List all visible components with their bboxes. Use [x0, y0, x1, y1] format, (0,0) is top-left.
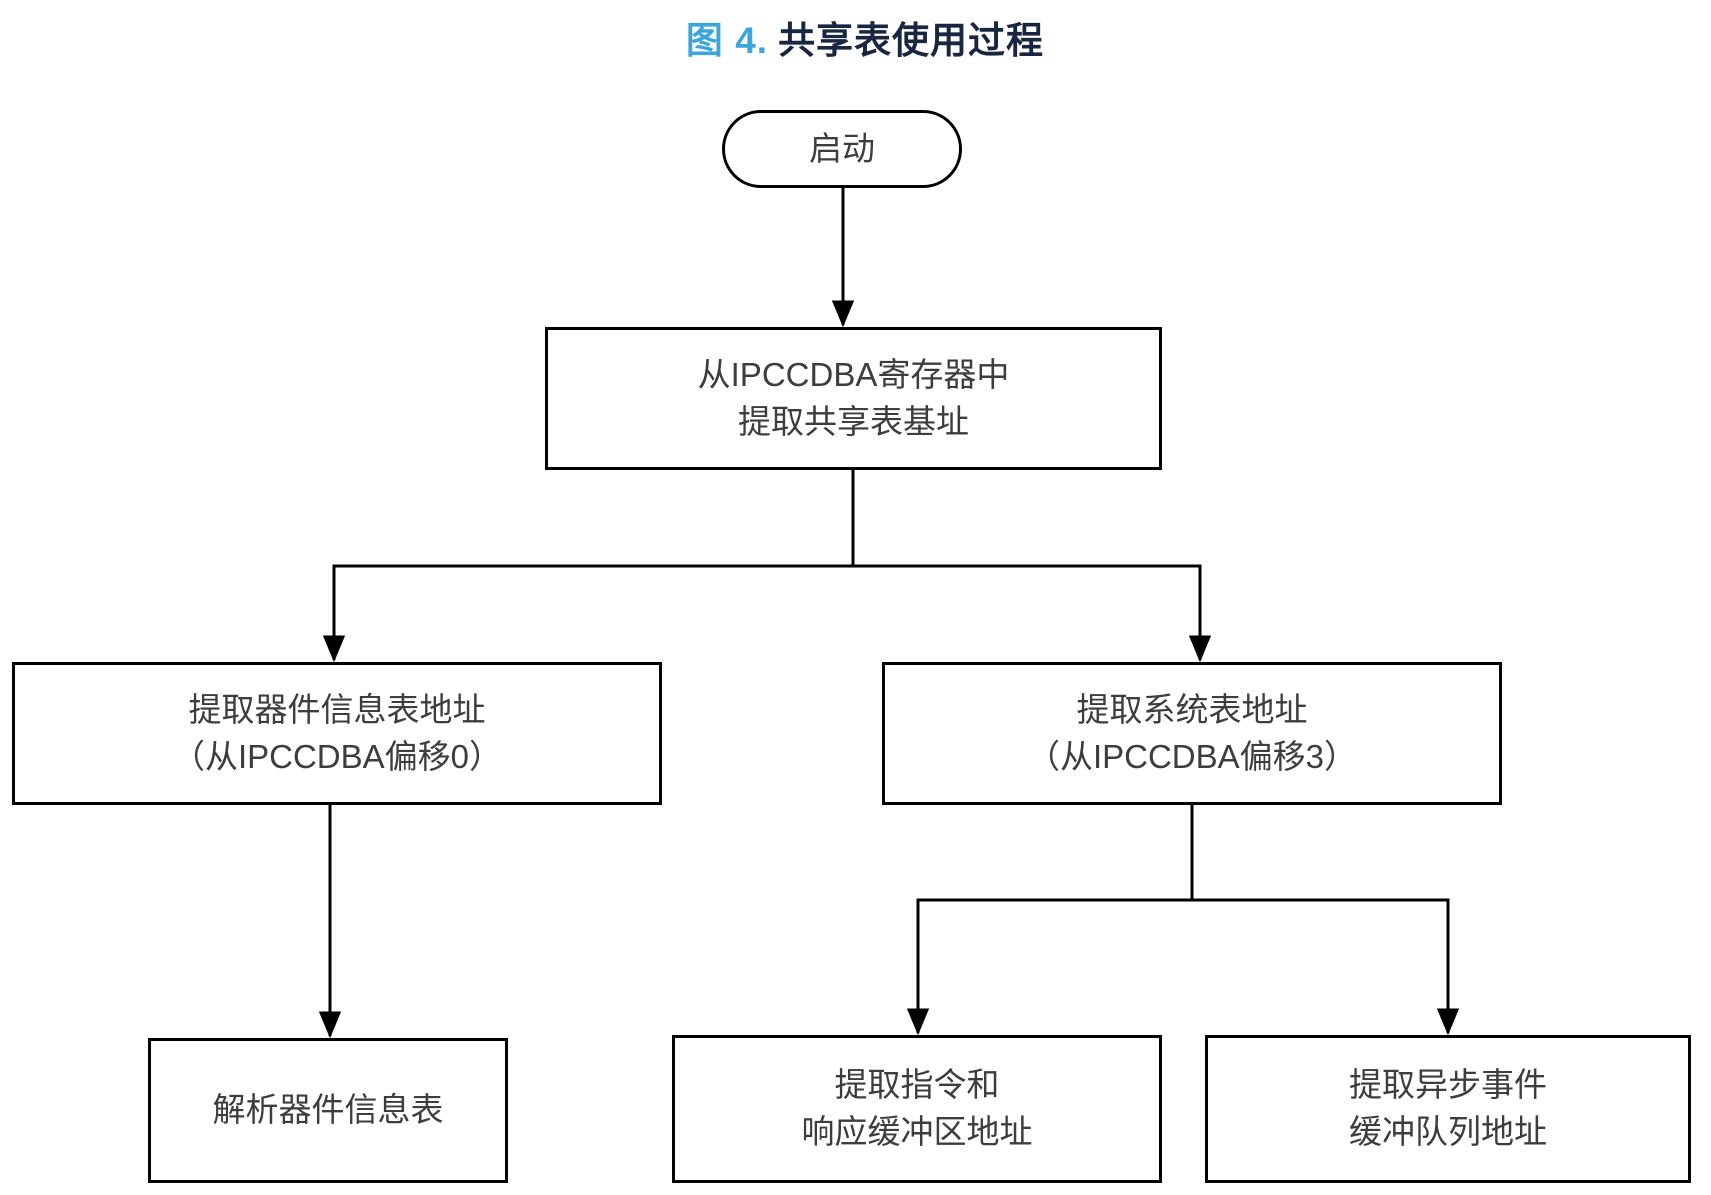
node-parse-device-info-table: 解析器件信息表 [148, 1038, 508, 1183]
node-label-line: （从IPCCDBA偏移0） [171, 737, 503, 775]
node-label-line: 提取共享表基址 [738, 402, 969, 440]
node-label-line: 提取异步事件 [1349, 1066, 1547, 1104]
figure-title-text: 共享表使用过程 [778, 20, 1045, 61]
figure-title: 图 4.共享表使用过程 [0, 10, 1711, 64]
node-label-line: 从IPCCDBA寄存器中 [697, 355, 1010, 393]
node-extract-system-table-address: 提取系统表地址 （从IPCCDBA偏移3） [882, 662, 1502, 805]
node-label-line: 提取器件信息表地址 [188, 690, 486, 728]
node-label-line: 缓冲队列地址 [1349, 1113, 1547, 1150]
node-label-line: 解析器件信息表 [212, 1091, 444, 1129]
node-label-line: 提取指令和 [834, 1066, 1000, 1104]
node-extract-shared-table-base: 从IPCCDBA寄存器中 提取共享表基址 [545, 327, 1162, 470]
node-extract-cmd-response-buffer-address: 提取指令和 响应缓冲区地址 [672, 1035, 1162, 1183]
node-start-label: 启动 [809, 129, 875, 167]
node-label-line: （从IPCCDBA偏移3） [1026, 737, 1358, 775]
node-extract-async-event-queue-address: 提取异步事件 缓冲队列地址 [1205, 1035, 1691, 1183]
node-extract-device-info-table-address: 提取器件信息表地址 （从IPCCDBA偏移0） [12, 662, 662, 805]
node-label-line: 提取系统表地址 [1076, 690, 1308, 728]
figure-number: 图 4. [685, 20, 769, 61]
node-start: 启动 [722, 110, 962, 188]
node-label-line: 响应缓冲区地址 [801, 1113, 1033, 1150]
